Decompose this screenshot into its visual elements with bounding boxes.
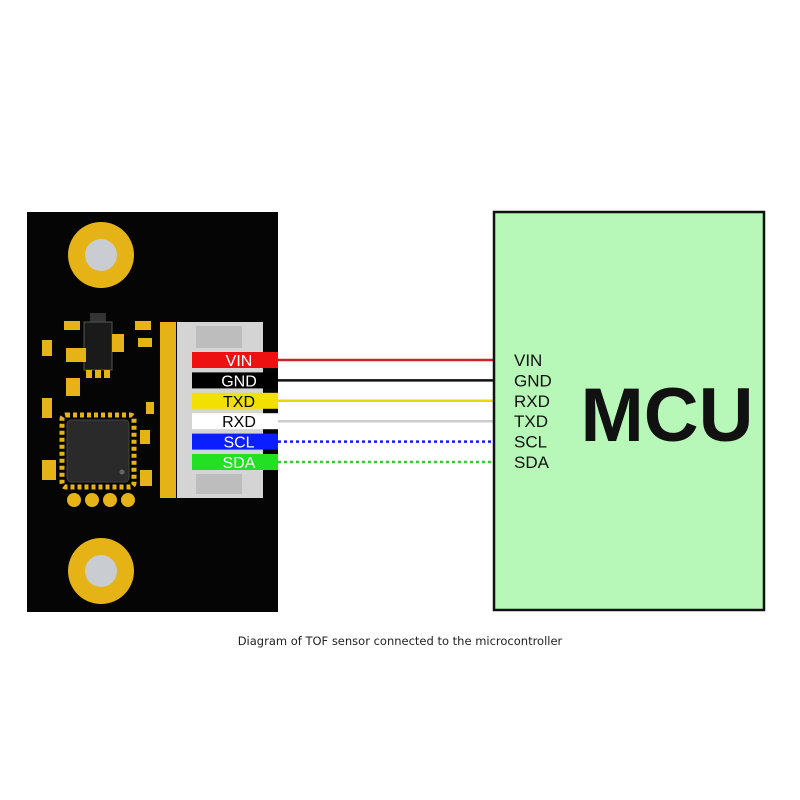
mcu-pin-gnd: GND	[514, 371, 552, 390]
chip-body	[66, 419, 130, 483]
smd-resistor	[42, 460, 56, 480]
mounting-hole-center	[85, 239, 117, 271]
test-pad	[121, 493, 135, 507]
smd-resistor	[66, 378, 80, 396]
sensor-pin-band	[192, 372, 278, 389]
connector-latch-top	[196, 326, 242, 348]
test-pad	[103, 493, 117, 507]
mcu-pin-rxd: RXD	[514, 392, 550, 411]
test-pad	[85, 493, 99, 507]
regulator-pin	[104, 370, 110, 378]
sensor-pin-label: SDA	[223, 455, 256, 472]
sensor-pin-label: TXD	[223, 394, 255, 411]
sensor-pin-label: RXD	[222, 414, 256, 431]
smd-resistor	[42, 398, 52, 418]
mcu-pin-vin: VIN	[514, 351, 542, 370]
smd-capacitor	[66, 348, 86, 362]
sensor-pin-rxd: RXD	[192, 413, 278, 431]
tof-sensor-chip	[59, 412, 137, 490]
sensor-pin-band	[192, 392, 278, 409]
regulator-body	[83, 321, 113, 371]
sensor-pin-txd: TXD	[192, 392, 278, 411]
connector-latch-bottom	[196, 474, 242, 494]
sensor-pin-band	[192, 454, 278, 470]
smd-components	[42, 321, 154, 486]
wires	[278, 358, 496, 464]
smd-resistor	[140, 470, 152, 486]
smd-capacitor	[138, 338, 152, 347]
sensor-pin-band	[192, 433, 278, 450]
diagram-caption: Diagram of TOF sensor connected to the m…	[237, 634, 563, 648]
smd-capacitor	[64, 321, 80, 330]
sensor-pin-band	[192, 413, 278, 430]
voltage-regulator	[83, 313, 113, 378]
mounting-hole-top	[68, 222, 134, 288]
sensor-pin-label: SCL	[223, 435, 254, 452]
sensor-pin-scl: SCL	[192, 433, 278, 452]
sensor-pin-gnd: GND	[192, 372, 278, 390]
smd-capacitor	[42, 340, 52, 356]
mounting-hole-center	[85, 555, 117, 587]
smd-capacitor	[112, 334, 124, 352]
mounting-hole-bottom	[68, 538, 134, 604]
chip-pin1-marker	[119, 469, 125, 475]
test-pad	[67, 493, 81, 507]
mcu-pin-scl: SCL	[514, 433, 547, 452]
sensor-pin-label: VIN	[226, 353, 253, 370]
sensor-pin-sda: SDA	[192, 454, 278, 472]
tof-sensor-board: VIN GND TXD RXD SCL SDA	[27, 212, 278, 612]
smd-resistor	[140, 430, 150, 444]
chip-pad-ring	[59, 412, 137, 490]
regulator-pin	[95, 370, 101, 378]
sensor-pin-label: GND	[221, 373, 257, 390]
mcu-box	[492, 210, 766, 612]
mcu-pin-sda: SDA	[514, 453, 550, 472]
test-pads	[67, 493, 135, 507]
smd-resistor	[146, 402, 154, 414]
mcu-title: MCU	[580, 373, 753, 458]
regulator-pin	[86, 370, 92, 378]
pin-connector: VIN GND TXD RXD SCL SDA	[160, 322, 278, 498]
sensor-pin-vin: VIN	[192, 352, 278, 370]
mcu-pin-txd: TXD	[514, 412, 548, 431]
connector-side-pads	[160, 322, 176, 498]
sensor-pin-band	[192, 352, 278, 368]
smd-capacitor	[135, 321, 151, 330]
